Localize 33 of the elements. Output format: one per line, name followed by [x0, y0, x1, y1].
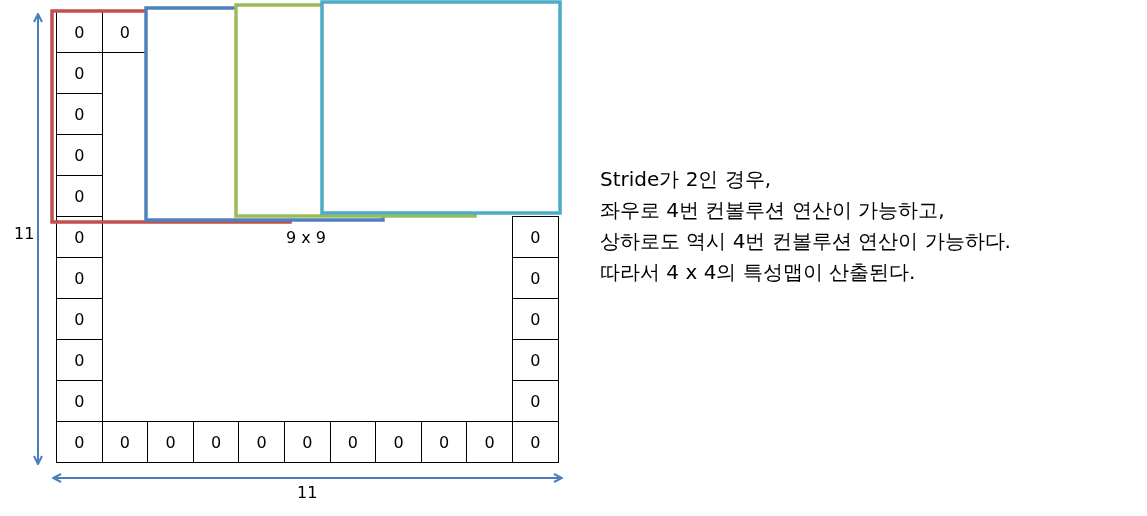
zero-padding-cell: 0 [238, 421, 285, 463]
input-size-label: 9 x 9 [286, 228, 326, 247]
explanation-text: Stride가 2인 경우, [600, 166, 772, 193]
zero-padding-cell: 0 [512, 216, 559, 258]
zero-padding-cell: 0 [512, 421, 559, 463]
zero-padding-cell: 0 [512, 257, 559, 299]
zero-padding-cell: 0 [101, 421, 149, 463]
zero-padding-cell: 0 [192, 421, 240, 463]
explanation-text: 따라서 4 x 4의 특성맵이 산출된다. [600, 259, 916, 286]
dimension-label: 11 [14, 224, 35, 243]
zero-padding-cell: 0 [284, 421, 331, 463]
zero-padding-cell: 0 [56, 380, 103, 422]
zero-padding-cell: 0 [56, 93, 103, 135]
zero-padding-cell: 0 [375, 421, 422, 463]
zero-padding-cell: 0 [512, 380, 559, 422]
filter-window [320, 0, 562, 215]
zero-padding-cell: 0 [56, 134, 103, 176]
zero-padding-cell: 0 [466, 421, 513, 463]
zero-padding-cell: 0 [512, 339, 559, 381]
zero-padding-cell: 0 [56, 257, 103, 299]
zero-padding-cell: 0 [56, 216, 103, 258]
zero-padding-cell: 0 [56, 175, 103, 217]
zero-padding-cell: 0 [147, 421, 194, 463]
zero-padding-cell: 0 [56, 421, 103, 463]
zero-padding-cell: 0 [329, 421, 377, 463]
zero-padding-cell: 0 [56, 52, 103, 94]
zero-padding-cell: 0 [56, 298, 103, 340]
dimension-label: 11 [297, 483, 318, 502]
zero-padding-cell: 0 [420, 421, 468, 463]
explanation-text: 상하로도 역시 4번 컨볼루션 연산이 가능하다. [600, 228, 1011, 255]
zero-padding-cell: 0 [512, 298, 559, 340]
explanation-text: 좌우로 4번 컨볼루션 연산이 가능하고, [600, 197, 945, 224]
zero-padding-cell: 0 [56, 339, 103, 381]
